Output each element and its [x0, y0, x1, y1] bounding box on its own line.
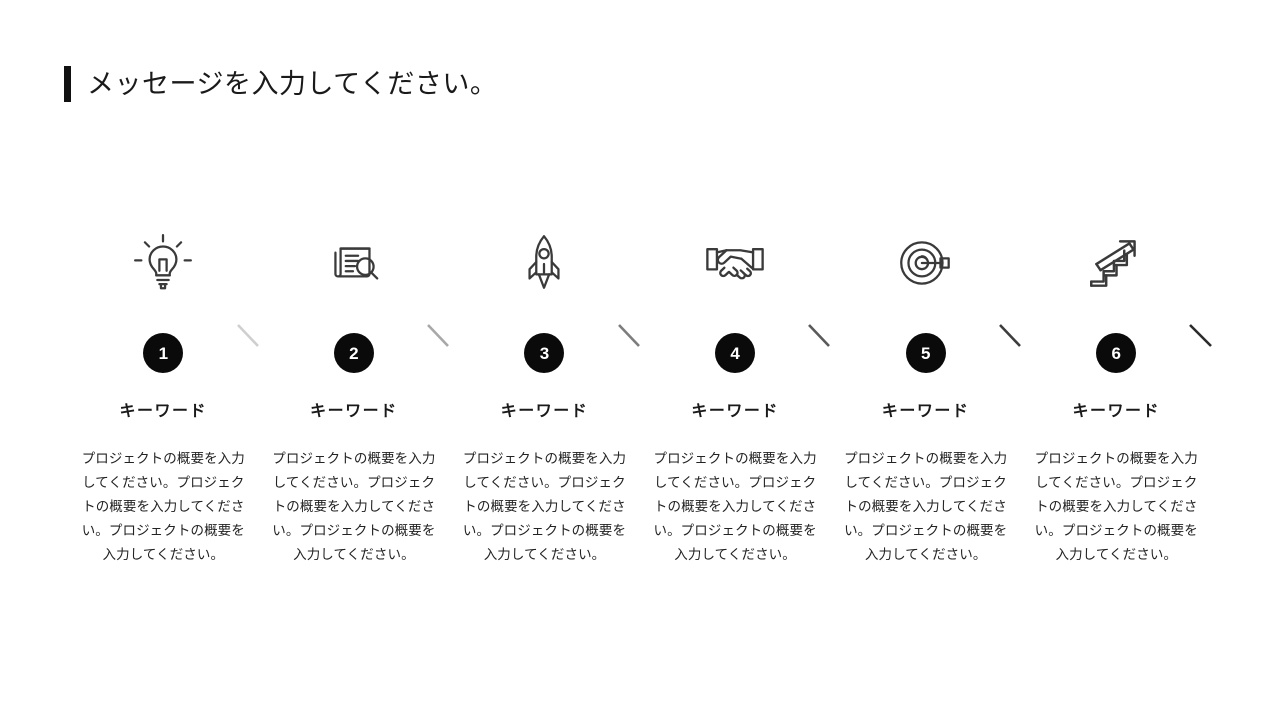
step-number-badge[interactable]: 5 [905, 333, 946, 373]
timeline-node-slot: 6 [1096, 311, 1137, 395]
title-accent-bar [64, 66, 71, 102]
slide-header: メッセージを入力してください。 [64, 66, 497, 102]
step-number-badge[interactable]: 3 [524, 333, 565, 373]
page-title: メッセージを入力してください。 [87, 68, 498, 99]
step-description: プロジェクトの概要を入力してください。プロジェクトの概要を入力してください。プロ… [653, 451, 817, 562]
step-description: プロジェクトの概要を入力してください。プロジェクトの概要を入力してください。プロ… [1034, 451, 1198, 562]
timeline-node-slot: 2 [333, 311, 374, 395]
step-description: プロジェクトの概要を入力してください。プロジェクトの概要を入力してください。プロ… [462, 451, 627, 562]
axis-tick-1 [237, 324, 259, 347]
step-description: プロジェクトの概要を入力してください。プロジェクトの概要を入力してください。プロ… [81, 451, 245, 562]
step-keyword: キーワード [500, 403, 589, 420]
axis-tick-4 [808, 324, 830, 347]
timeline-step-3[interactable]: 3 キーワード プロジェクトの概要を入力してください。プロジェクトの概要を入力し… [449, 215, 640, 567]
step-keyword: キーワード [1072, 403, 1161, 420]
step-keyword: キーワード [119, 403, 208, 420]
axis-tick-6 [1189, 324, 1212, 347]
step-number-badge[interactable]: 6 [1096, 333, 1137, 373]
target-arrow-icon [893, 215, 959, 311]
timeline-step-5[interactable]: 5 キーワード プロジェクトの概要を入力してください。プロジェクトの概要を入力し… [830, 215, 1021, 567]
step-number-badge[interactable]: 4 [715, 333, 756, 373]
step-keyword: キーワード [881, 403, 970, 420]
step-number-badge[interactable]: 1 [143, 333, 184, 373]
timeline-step-6[interactable]: 6 キーワード プロジェクトの概要を入力してください。プロジェクトの概要を入力し… [1021, 215, 1212, 567]
axis-tick-2 [427, 324, 449, 347]
timeline-columns: 1 キーワード プロジェクトの概要を入力してください。プロジェクトの概要を入力し… [68, 215, 1212, 567]
step-keyword: キーワード [691, 403, 779, 420]
timeline-step-1[interactable]: 1 キーワード プロジェクトの概要を入力してください。プロジェクトの概要を入力し… [68, 215, 259, 567]
timeline-node-slot: 3 [524, 311, 565, 395]
timeline-step-2[interactable]: 2 キーワード プロジェクトの概要を入力してください。プロジェクトの概要を入力し… [259, 215, 450, 567]
rocket-icon [511, 215, 577, 311]
timeline-step-4[interactable]: 4 キーワード プロジェクトの概要を入力してください。プロジェクトの概要を入力し… [640, 215, 831, 567]
timeline-node-slot: 1 [143, 311, 184, 395]
timeline-axis [66, 324, 1212, 348]
document-search-icon [321, 215, 387, 311]
axis-tick-5 [999, 324, 1021, 347]
timeline-node-slot: 5 [905, 311, 946, 395]
handshake-icon [701, 215, 769, 311]
lightbulb-icon [130, 215, 196, 311]
axis-tick-3 [618, 324, 640, 347]
step-keyword: キーワード [310, 403, 398, 420]
stairs-growth-arrow-icon [1083, 215, 1149, 311]
step-number-badge[interactable]: 2 [333, 333, 374, 373]
step-description: プロジェクトの概要を入力してください。プロジェクトの概要を入力してください。プロ… [844, 451, 1008, 562]
timeline-node-slot: 4 [715, 311, 756, 395]
step-description: プロジェクトの概要を入力してください。プロジェクトの概要を入力してください。プロ… [272, 451, 436, 562]
